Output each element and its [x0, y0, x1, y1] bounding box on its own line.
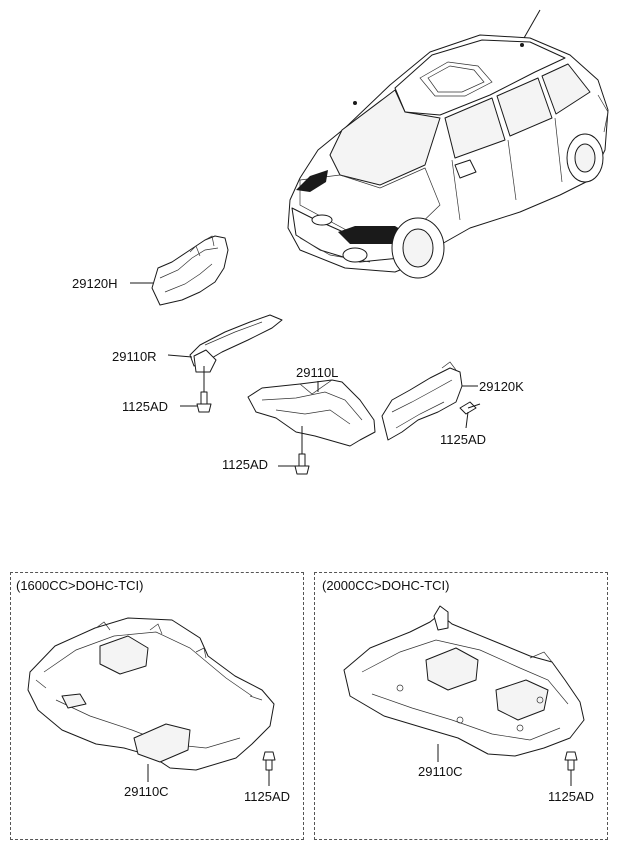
part-29120K: [381, 361, 478, 441]
variant-box-right: [314, 572, 608, 840]
part-29110R: [167, 314, 283, 392]
label-29120K: 29120K: [479, 379, 524, 394]
label-29120H: 29120H: [72, 276, 118, 291]
part-29110C-left: [27, 617, 275, 782]
label-29110C-left: 29110C: [124, 784, 169, 799]
label-1125AD-e: 1125AD: [548, 789, 595, 804]
label-1125AD-c: 1125AD: [222, 457, 269, 472]
variant-title-right: (2000CC>DOHC-TCI): [322, 578, 450, 593]
label-29110L: 29110L: [296, 365, 339, 380]
part-29110L: [247, 379, 376, 454]
label-1125AD-d: 1125AD: [244, 789, 291, 804]
label-1125AD-b: 1125AD: [440, 432, 487, 447]
label-1125AD-a: 1125AD: [122, 399, 169, 414]
bolt-1125AD-a: [180, 391, 212, 413]
variant-box-left: [10, 572, 304, 840]
part-29110C-right: [343, 605, 585, 762]
bolt-1125AD-c: [278, 453, 310, 475]
car-illustration: [287, 9, 609, 279]
bolt-1125AD-e: [564, 751, 578, 786]
label-29110C-right: 29110C: [418, 764, 463, 779]
bolt-1125AD-d: [262, 751, 276, 786]
variant-title-left: (1600CC>DOHC-TCI): [16, 578, 144, 593]
bolt-1125AD-b: [459, 401, 481, 429]
label-29110R: 29110R: [112, 349, 157, 364]
part-29120H: [130, 235, 229, 306]
